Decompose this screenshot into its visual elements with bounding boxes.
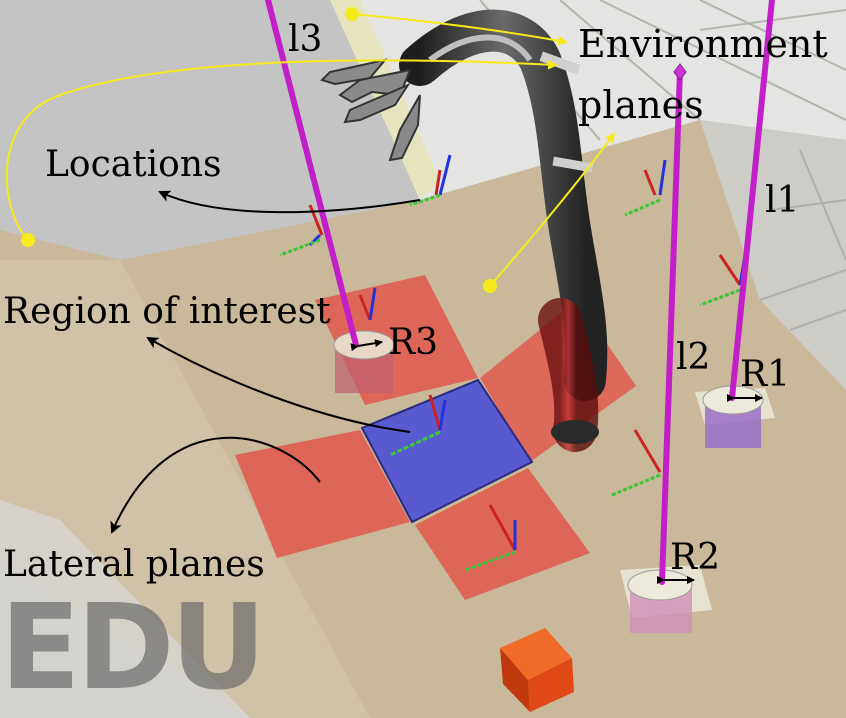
location-lines xyxy=(265,0,775,585)
radius-r2-label: R2 xyxy=(670,537,721,578)
line-l3-label: l3 xyxy=(288,19,323,60)
right-wall-tiles xyxy=(759,149,846,331)
environment-planes-label-line1: Environment xyxy=(578,22,828,66)
radius-r3-label: R3 xyxy=(388,322,439,363)
lateral-plane-left xyxy=(235,430,410,558)
region-of-interest-label: Region of interest xyxy=(3,291,331,332)
radius-r1-label: R1 xyxy=(740,354,791,395)
yellow-annotations xyxy=(5,13,616,287)
environment-planes-label-line2: planes xyxy=(578,83,704,127)
line-l2-label: l2 xyxy=(676,337,711,378)
target-r2 xyxy=(620,565,712,633)
locations-label: Locations xyxy=(45,144,222,185)
location-frames xyxy=(279,154,747,572)
target-r3 xyxy=(333,330,395,393)
black-annotations xyxy=(110,190,421,534)
left-corner-panel xyxy=(0,500,250,718)
region-of-interest-plane xyxy=(360,378,534,524)
lateral-plane-bottom xyxy=(415,468,590,600)
orange-cube xyxy=(500,628,574,712)
lateral-planes-label: Lateral planes xyxy=(3,544,265,585)
line-l1-label: l1 xyxy=(765,180,800,221)
edu-watermark: EDU xyxy=(0,578,266,716)
